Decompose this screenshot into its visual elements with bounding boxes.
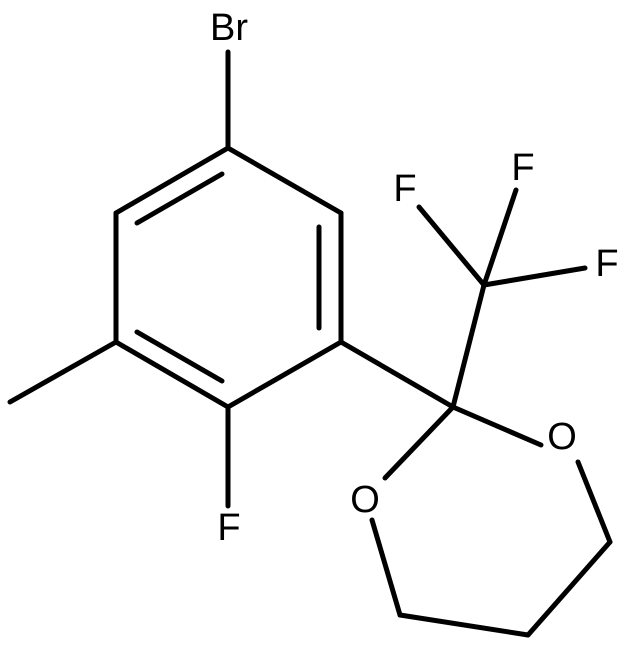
bond-c-methyl xyxy=(7,339,119,405)
bond-o-right-ch2 xyxy=(575,459,613,545)
bond-cf3-f-left xyxy=(416,204,487,288)
atom-label-f-cf3-left: F xyxy=(393,168,416,210)
bond-acetal-o-right xyxy=(450,404,544,448)
bond-ring-bottom-left-inner xyxy=(134,329,225,384)
bond-ring-top-left-inner xyxy=(134,171,225,226)
bond-o-left-acetal xyxy=(382,404,456,481)
bond-ring-to-acetal xyxy=(338,339,456,410)
atom-label-f-ring: F xyxy=(217,507,240,549)
atom-label-o-ring-left: O xyxy=(350,479,380,521)
atom-label-f-cf3-top: F xyxy=(511,147,534,189)
bond-acetal-cf3 xyxy=(450,282,487,410)
bond-cf3-f-top xyxy=(481,187,519,288)
bond-ch2-o-left xyxy=(369,517,403,618)
bond-cf3-f-right xyxy=(481,265,588,288)
bond-ring-top-left xyxy=(113,145,231,216)
atom-label-o-ring-right: O xyxy=(547,416,577,458)
bond-ring-bottom-left xyxy=(113,339,231,410)
bond-ring-bottom-right xyxy=(225,339,344,410)
bond-ring-top-right xyxy=(225,145,344,216)
benzene-ring xyxy=(113,145,344,410)
dioxane-ring xyxy=(369,404,613,638)
bond-ch2-ch2-lower xyxy=(525,539,613,638)
atom-label-br: Br xyxy=(210,7,248,49)
bond-ch2-bottom xyxy=(397,612,531,638)
atom-label-f-cf3-right: F xyxy=(595,243,618,285)
